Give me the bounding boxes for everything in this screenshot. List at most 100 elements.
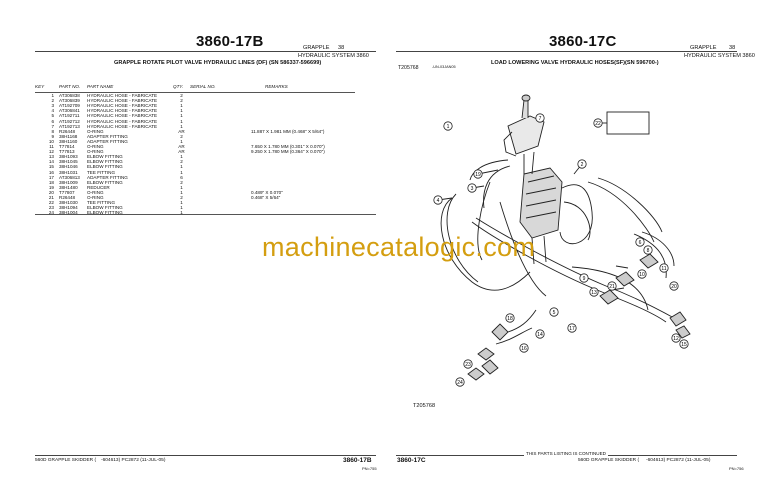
callout-circle bbox=[643, 245, 653, 255]
section-number-right: 38 bbox=[729, 45, 736, 51]
callout-label: 21 bbox=[609, 284, 615, 290]
callout-label: 3 bbox=[471, 186, 474, 192]
footer-page-left: PN=755 bbox=[362, 466, 377, 471]
callout-label: 24 bbox=[457, 380, 463, 386]
row-part-name: HYDRAULIC HOSE - FABRICATE bbox=[87, 98, 158, 104]
footer-code-left: 3860-17B bbox=[343, 457, 372, 464]
row-qty: 1 bbox=[180, 138, 183, 144]
callout-23: 23 bbox=[463, 359, 473, 369]
callout-circle bbox=[433, 195, 443, 205]
row-qty: 1 bbox=[180, 113, 183, 119]
row-remarks: 0.468" X 5/64" bbox=[251, 194, 281, 200]
row-remarks: 9.250 X 1.780 MM (0.364" X 0.070") bbox=[251, 149, 325, 155]
row-part-no: 38H1009 bbox=[59, 179, 78, 185]
row-part-no: AT192712 bbox=[59, 118, 80, 124]
row-part-name: TEE FITTING bbox=[87, 200, 116, 206]
row-part-no: T77807 bbox=[59, 189, 75, 195]
row-qty: 1 bbox=[180, 154, 183, 160]
row-part-name: HYDRAULIC HOSE - FABRICATE bbox=[87, 123, 158, 129]
callout-label: 1 bbox=[447, 124, 450, 130]
row-qty: AR bbox=[178, 149, 185, 155]
row-qty: 1 bbox=[180, 103, 183, 109]
row-part-no: AT192711 bbox=[59, 113, 80, 119]
parts-table: KEY PART NO. PART NAME QTY. SERIAL NO. R… bbox=[35, 84, 355, 215]
callout-circle bbox=[467, 183, 477, 193]
system-label-left: HYDRAULIC SYSTEM 3860 bbox=[298, 53, 369, 59]
row-key: 4 bbox=[51, 108, 54, 114]
callout-3: 3 bbox=[467, 183, 477, 193]
callout-label: 12 bbox=[673, 336, 679, 342]
row-remarks: 11.887 X 1.981 MM (0.468" X 5/64") bbox=[251, 128, 325, 134]
row-key: 21 bbox=[48, 194, 54, 200]
row-qty: 1 bbox=[180, 200, 183, 206]
row-qty: AR bbox=[178, 128, 185, 134]
footer-page-right: PN=756 bbox=[729, 466, 744, 471]
row-part-name: O-RING bbox=[87, 144, 104, 150]
callout-label: 22 bbox=[595, 121, 601, 127]
callout-circle bbox=[669, 281, 679, 291]
callout-label: 6 bbox=[639, 240, 642, 246]
row-key: 6 bbox=[51, 118, 54, 124]
row-qty: 2 bbox=[180, 93, 183, 99]
left-page: 3860-17B GRAPPLE 38 HYDRAULIC SYSTEM 386… bbox=[35, 33, 377, 471]
callout-circle bbox=[535, 113, 545, 123]
section-label-left: GRAPPLE bbox=[303, 45, 330, 51]
callout-circle bbox=[659, 263, 669, 273]
row-key: 23 bbox=[48, 205, 54, 211]
row-qty: AR bbox=[178, 144, 185, 150]
page-title-right: 3860-17C bbox=[549, 33, 617, 50]
row-qty: 2 bbox=[180, 98, 183, 104]
row-remarks: 7.650 X 1.780 MM (0.301" X 0.070") bbox=[251, 144, 325, 150]
footer-code-right: 3860-17C bbox=[397, 457, 426, 464]
row-part-no: 38H1160 bbox=[59, 138, 78, 144]
callout-14: 14 bbox=[535, 329, 545, 339]
row-part-name: ELBOW FITTING bbox=[87, 159, 123, 165]
row-qty: 1 bbox=[180, 123, 183, 129]
row-part-name: HYDRAULIC HOSE - FABRICATE bbox=[87, 108, 158, 114]
subtitle-left: GRAPPLE ROTATE PILOT VALVE HYDRAULIC LIN… bbox=[114, 60, 322, 66]
callout-label: 2 bbox=[581, 162, 584, 168]
callout-label: 14 bbox=[537, 332, 543, 338]
row-key: 1 bbox=[51, 93, 54, 99]
callout-circle bbox=[535, 329, 545, 339]
callout-label: 11 bbox=[661, 266, 666, 272]
ref-small: -UN-03JAN05 bbox=[432, 65, 456, 69]
row-part-name: TEE FITTING bbox=[87, 169, 116, 175]
callout-17: 17 bbox=[567, 323, 577, 333]
callout-22: 22 bbox=[593, 118, 603, 128]
footer-info-right: -604613) PC2872 (11-JUL-05) bbox=[646, 458, 711, 463]
row-qty: 2 bbox=[180, 133, 183, 139]
callout-label: 19 bbox=[475, 172, 481, 178]
row-part-no: AT192713 bbox=[59, 123, 80, 129]
row-part-no: AT306841 bbox=[59, 108, 80, 114]
callout-4: 4 bbox=[433, 195, 443, 205]
col-key: KEY bbox=[35, 84, 59, 94]
callout-circle bbox=[671, 333, 681, 343]
row-part-name: O-RING bbox=[87, 194, 104, 200]
callout-circle bbox=[577, 159, 587, 169]
row-part-name: ADAPTER FITTING bbox=[87, 133, 128, 139]
callout-11: 11 bbox=[659, 263, 669, 273]
callout-label: 13 bbox=[591, 290, 597, 296]
row-qty: 2 bbox=[180, 159, 183, 165]
subtitle-right: LOAD LOWERING VALVE HYDRAULIC HOSES(SF)(… bbox=[491, 60, 659, 66]
row-key: 20 bbox=[48, 189, 54, 195]
callout-label: 17 bbox=[569, 326, 575, 332]
row-part-name: ADAPTER FITTING bbox=[87, 138, 128, 144]
row-part-name: O-RING bbox=[87, 189, 104, 195]
row-key: 17 bbox=[48, 174, 54, 180]
row-part-name: REDUCER bbox=[87, 184, 110, 190]
row-key: 9 bbox=[51, 133, 54, 139]
row-key: 11 bbox=[49, 144, 54, 150]
row-key: 5 bbox=[51, 113, 54, 119]
